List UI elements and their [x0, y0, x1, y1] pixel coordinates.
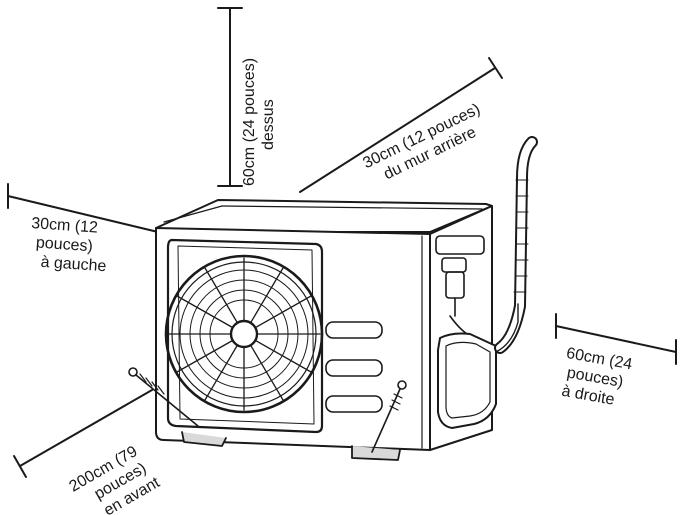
mounting-feet [181, 431, 401, 461]
top-clearance-label: 60cm (24 pouces) dessus [240, 58, 278, 186]
front-vents [325, 321, 383, 413]
unit-top-face [155, 199, 493, 233]
refrigerant-pipes [494, 136, 538, 354]
top-clearance-direction: dessus [260, 99, 277, 150]
left-clearance-label: 30cm (12 pouces) à gauche [28, 214, 110, 276]
unit-front-face [155, 227, 431, 451]
service-valves [435, 235, 485, 337]
right-clearance-line [555, 313, 677, 365]
top-clearance-distance: 60cm (24 pouces) [241, 57, 258, 186]
fan-icon [164, 254, 324, 414]
front-clearance-line [13, 389, 153, 478]
right-clearance-label: 60cm (24 pouces) à droite [558, 344, 634, 412]
anchor-bolt-left [128, 367, 199, 427]
rear-clearance-line [299, 57, 503, 193]
valve-cover [437, 332, 497, 429]
top-clearance-line [217, 7, 243, 187]
left-clearance-line [7, 183, 159, 233]
anchor-bolt-right [371, 380, 407, 453]
fan-grille-frame [166, 238, 324, 434]
